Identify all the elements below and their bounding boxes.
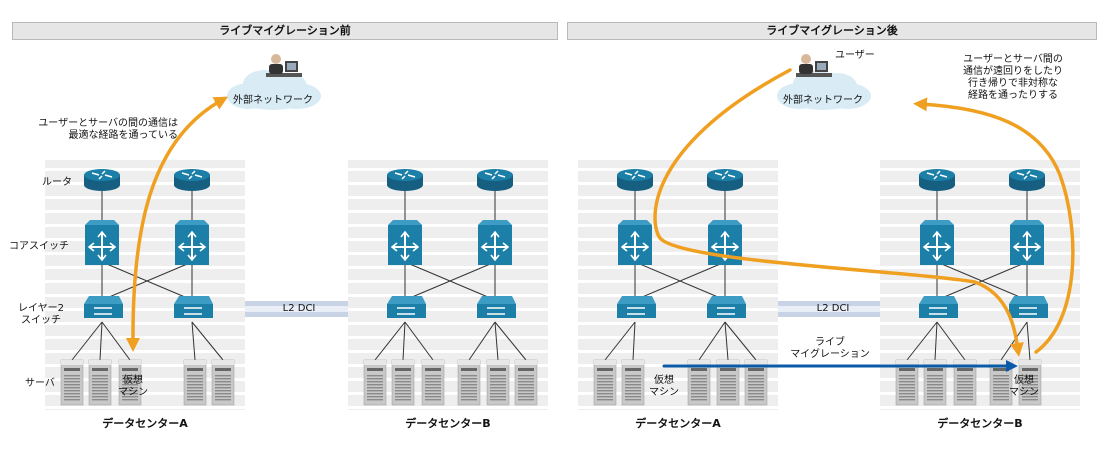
dc-b-after-core-switch-2 (1010, 220, 1044, 265)
dc-b-before-link (404, 261, 496, 301)
dc-a-before-link (191, 321, 224, 361)
dc-b-after-core-switch-1 (920, 220, 954, 265)
row-label-server: サーバ (25, 378, 55, 389)
user-label: ユーザー (835, 50, 875, 61)
datacenter-b-label-before: データセンターB (405, 417, 491, 430)
dc-b-after-router-1 (919, 169, 955, 191)
dc-b-before-l2-switch-1 (387, 296, 426, 318)
dc-a-after-server-1 (593, 359, 617, 406)
dc-a-before-link (101, 321, 131, 361)
datacenter-a-label-after: データセンターA (635, 417, 721, 430)
dc-a-before-server-2 (88, 359, 112, 406)
dc-b-after-server-1 (895, 359, 919, 406)
traffic-path-before (125, 96, 229, 352)
panel-before-title: ライブマイグレーション前 (12, 22, 558, 40)
dc-b-before-server-2 (391, 359, 415, 406)
dc-a-after-server-4 (687, 359, 711, 406)
dci-label-after: L2 DCI (816, 303, 850, 314)
dc-b-after-l2-switch-2 (1009, 296, 1048, 318)
panel-after-title: ライブマイグレーション後 (567, 22, 1097, 40)
dc-a-before-l2-switch-2 (174, 296, 213, 318)
dc-b-before-server-6 (514, 359, 538, 406)
dc-a-after-server-6 (744, 359, 768, 406)
dc-a-after-link (724, 321, 729, 361)
dc-a-before-router-2 (174, 169, 210, 191)
migration-label: ライブ マイグレーション (790, 337, 870, 360)
dc-b-before-server-4 (457, 359, 481, 406)
external-network-cloud-after (777, 70, 871, 110)
dc-b-before-link (404, 321, 434, 361)
dc-a-before-link (71, 321, 103, 361)
l2-dci-tube-after-highlight (778, 306, 880, 312)
dc-a-before-server-1 (60, 359, 84, 406)
dc-a-after-server-5 (716, 359, 740, 406)
dc-b-before-core-switch-1 (388, 220, 422, 265)
datacenter-a-label-before: データセンターA (102, 417, 188, 430)
dc-b-before-router-2 (477, 169, 513, 191)
row-label-router: ルータ (42, 177, 72, 188)
dc-b-before-core-switch-2 (478, 220, 512, 265)
dc-a-after-router-1 (617, 169, 653, 191)
annotation-before: ユーザーとサーバの間の通信は 最適な経路を通っている (38, 118, 178, 141)
dc-a-after-link (632, 321, 636, 361)
vm-label-after-a: 仮想 マシン (649, 375, 679, 398)
dc-a-before-server-6 (211, 359, 235, 406)
row-label-core-switch: コアスイッチ (9, 241, 69, 252)
external-network-label-before: 外部ネットワーク (233, 95, 313, 106)
dc-b-before-link (468, 321, 496, 361)
traffic-path-return (913, 97, 1075, 354)
annotation-after: ユーザーとサーバ間の 通信が遠回りをしたり 行き帰りで非対称な 経路を通ったりす… (963, 54, 1063, 101)
dc-a-before-link (191, 321, 196, 361)
datacenter-b-before-bg (348, 160, 548, 410)
dc-b-after-link (1026, 321, 1031, 361)
dc-a-before-core-switch-2 (175, 220, 209, 265)
dc-b-after-link (936, 321, 966, 361)
user-icon-before (266, 54, 302, 77)
dc-b-after-server-2 (923, 359, 947, 406)
dc-b-after-link (936, 261, 1028, 301)
dc-b-after-router-2 (1009, 169, 1045, 191)
dc-b-before-server-3 (421, 359, 445, 406)
external-network-cloud-before (227, 70, 321, 110)
dc-a-after-link (724, 321, 757, 361)
dc-a-after-l2-switch-2 (707, 296, 746, 318)
vm-label-after-b: 仮想 マシン (1009, 375, 1039, 398)
vm-label-before: 仮想 マシン (118, 375, 148, 398)
dc-a-after-link (698, 321, 726, 361)
dc-b-before-server-1 (363, 359, 387, 406)
dc-a-before-l2-switch-1 (84, 296, 123, 318)
external-network-label-after: 外部ネットワーク (783, 95, 863, 106)
dc-b-before-link (494, 321, 527, 361)
dc-b-after-link (934, 321, 938, 361)
traffic-path-outbound (653, 68, 1024, 357)
datacenter-b-label-after: データセンターB (937, 417, 1023, 430)
dci-label-before: L2 DCI (282, 303, 316, 314)
dc-a-before-core-switch-1 (85, 220, 119, 265)
dc-a-before-router-1 (84, 169, 120, 191)
dc-b-before-link (374, 321, 406, 361)
dc-b-after-server-5 (1018, 359, 1042, 406)
row-label-l2-switch: レイヤー2 スイッチ (17, 303, 65, 326)
user-icon-after (796, 54, 832, 77)
dc-a-before-link (99, 321, 103, 361)
dc-a-before-server-3 (118, 359, 142, 406)
dc-a-after-router-2 (707, 169, 743, 191)
dc-a-after-core-switch-1 (618, 220, 652, 265)
dc-b-before-l2-switch-2 (477, 296, 516, 318)
dc-b-before-link (402, 321, 406, 361)
dc-b-after-link (906, 321, 938, 361)
dc-b-after-server-3 (953, 359, 977, 406)
dc-b-after-link (1000, 321, 1028, 361)
dc-a-after-l2-switch-1 (617, 296, 656, 318)
dc-b-before-link (494, 321, 499, 361)
dc-b-before-router-1 (387, 169, 423, 191)
dc-a-after-link (604, 321, 636, 361)
dc-a-before-server-5 (183, 359, 207, 406)
dc-a-after-server-2 (621, 359, 645, 406)
dc-b-after-l2-switch-1 (919, 296, 958, 318)
dc-b-before-server-5 (486, 359, 510, 406)
dc-a-after-link (634, 261, 726, 301)
l2-dci-tube-before-highlight (245, 306, 348, 312)
